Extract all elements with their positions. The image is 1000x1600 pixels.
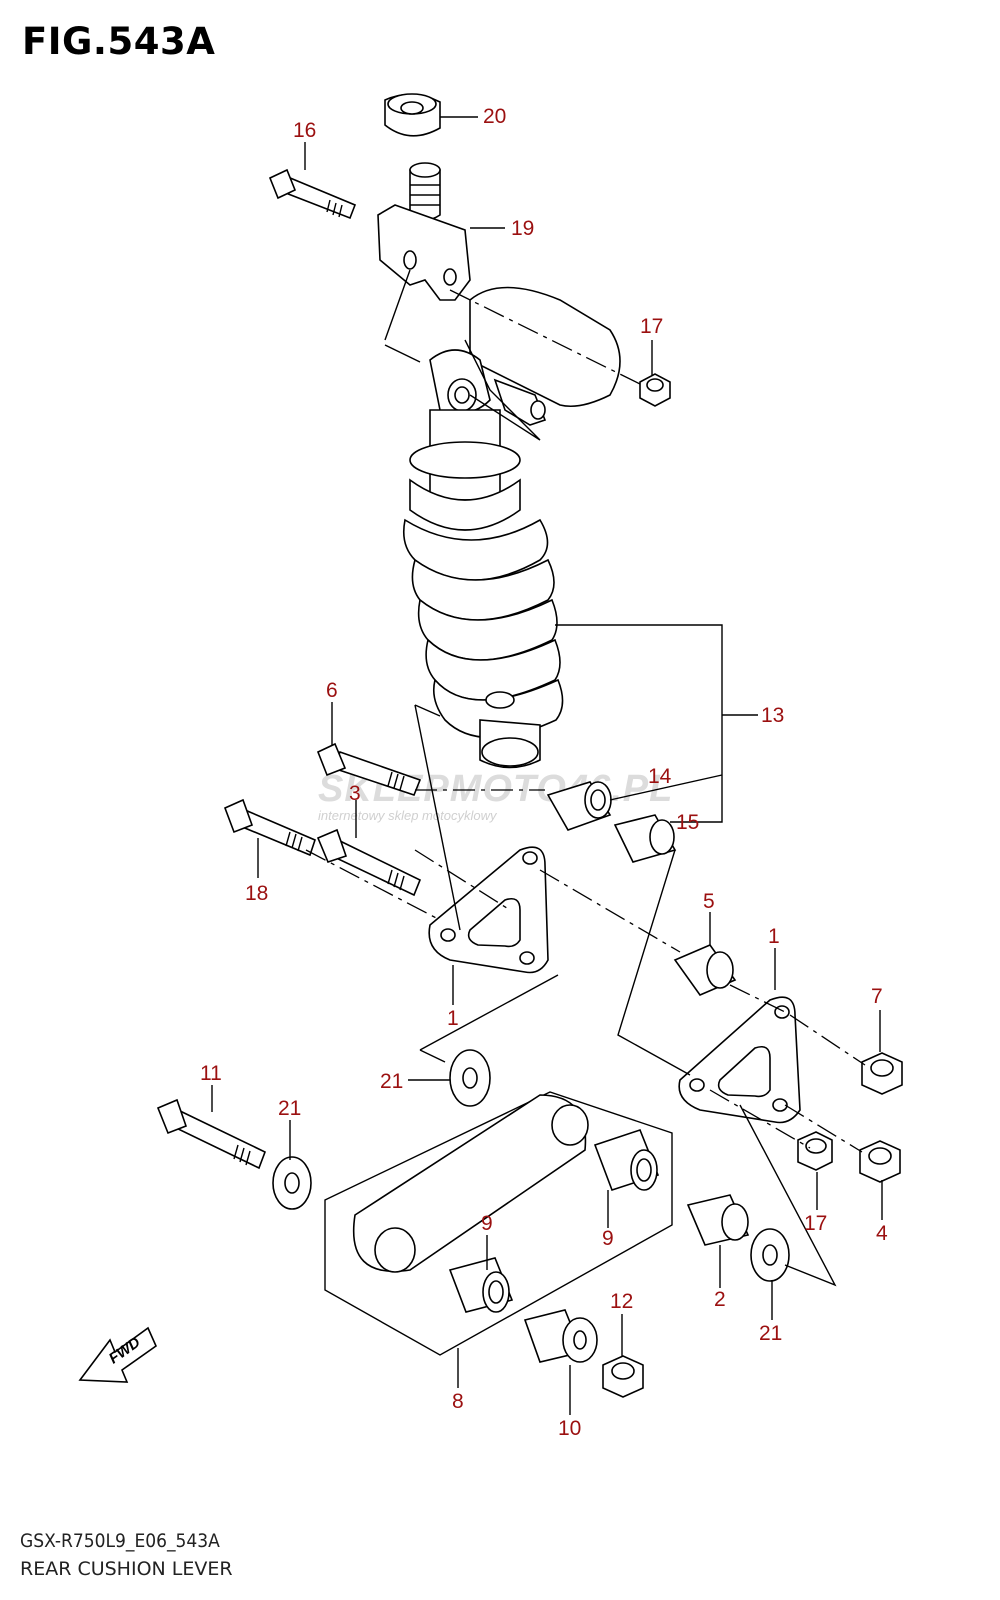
part-6-bolt xyxy=(316,742,422,796)
part-5-collar xyxy=(673,944,737,996)
callout-12: 12 xyxy=(610,1290,633,1313)
callout-18: 18 xyxy=(245,882,268,905)
callout-20: 20 xyxy=(483,105,506,128)
callout-21-right: 21 xyxy=(759,1322,782,1345)
callout-21-left: 21 xyxy=(278,1097,301,1120)
callout-5: 5 xyxy=(703,890,715,913)
callout-4: 4 xyxy=(876,1222,888,1245)
model-code: GSX-R750L9_E06_543A xyxy=(20,1530,220,1552)
part-19-clevis xyxy=(377,162,471,301)
callout-17-lower: 17 xyxy=(804,1212,827,1235)
part-15-collar xyxy=(613,814,677,863)
callout-9-right: 9 xyxy=(602,1227,614,1250)
part-10-collar xyxy=(523,1309,598,1363)
part-1-plate-right xyxy=(678,996,801,1124)
part-8-cushion-lever xyxy=(324,1091,673,1356)
callout-6: 6 xyxy=(326,679,338,702)
callout-17-upper: 17 xyxy=(640,315,663,338)
figure-name: REAR CUSHION LEVER xyxy=(20,1558,233,1580)
callout-19: 19 xyxy=(511,217,534,240)
callout-13: 13 xyxy=(761,704,784,727)
part-21-washer-upper xyxy=(449,1049,491,1107)
callout-1-left: 1 xyxy=(447,1007,459,1030)
callout-labels: 20 16 19 17 6 13 14 15 3 18 5 1 1 7 21 1… xyxy=(200,105,888,1440)
part-18-bolt xyxy=(223,798,316,857)
callout-10: 10 xyxy=(558,1417,581,1440)
part-14-bearing xyxy=(546,781,612,831)
part-3-bolt xyxy=(316,828,422,897)
part-17-nut-lower xyxy=(797,1131,833,1171)
callout-21-upper: 21 xyxy=(380,1070,403,1093)
part-11-bolt xyxy=(156,1098,267,1170)
figure-title: FIG.543A xyxy=(22,20,216,63)
callout-1-right: 1 xyxy=(768,925,780,948)
part-21-washer-right xyxy=(750,1228,790,1282)
callout-16: 16 xyxy=(293,119,316,142)
shock-reservoir xyxy=(429,286,621,426)
watermark-subtitle: internetowy sklep motocyklowy xyxy=(318,808,497,823)
callout-9-left: 9 xyxy=(481,1212,493,1235)
part-7-nut xyxy=(861,1052,903,1095)
callout-3: 3 xyxy=(349,782,361,805)
part-1-plate-left xyxy=(428,846,549,974)
callout-14: 14 xyxy=(648,765,672,788)
callout-7: 7 xyxy=(871,985,883,1008)
fwd-arrow-icon: FWD xyxy=(78,1326,157,1383)
callout-2: 2 xyxy=(714,1288,726,1311)
part-4-nut xyxy=(859,1140,901,1183)
part-21-washer-left xyxy=(272,1156,312,1210)
leader-lines xyxy=(211,116,883,1415)
part-17-nut-upper xyxy=(639,373,671,407)
callout-11: 11 xyxy=(200,1062,222,1085)
part-13-shock-absorber xyxy=(402,409,564,769)
assembly-lines xyxy=(305,269,866,1287)
part-20-cap-nut xyxy=(384,93,441,137)
part-12-nut xyxy=(602,1355,644,1398)
callout-15: 15 xyxy=(676,811,699,834)
part-2-collar xyxy=(686,1194,750,1246)
part-16-bolt xyxy=(268,168,357,220)
callout-8: 8 xyxy=(452,1390,464,1413)
